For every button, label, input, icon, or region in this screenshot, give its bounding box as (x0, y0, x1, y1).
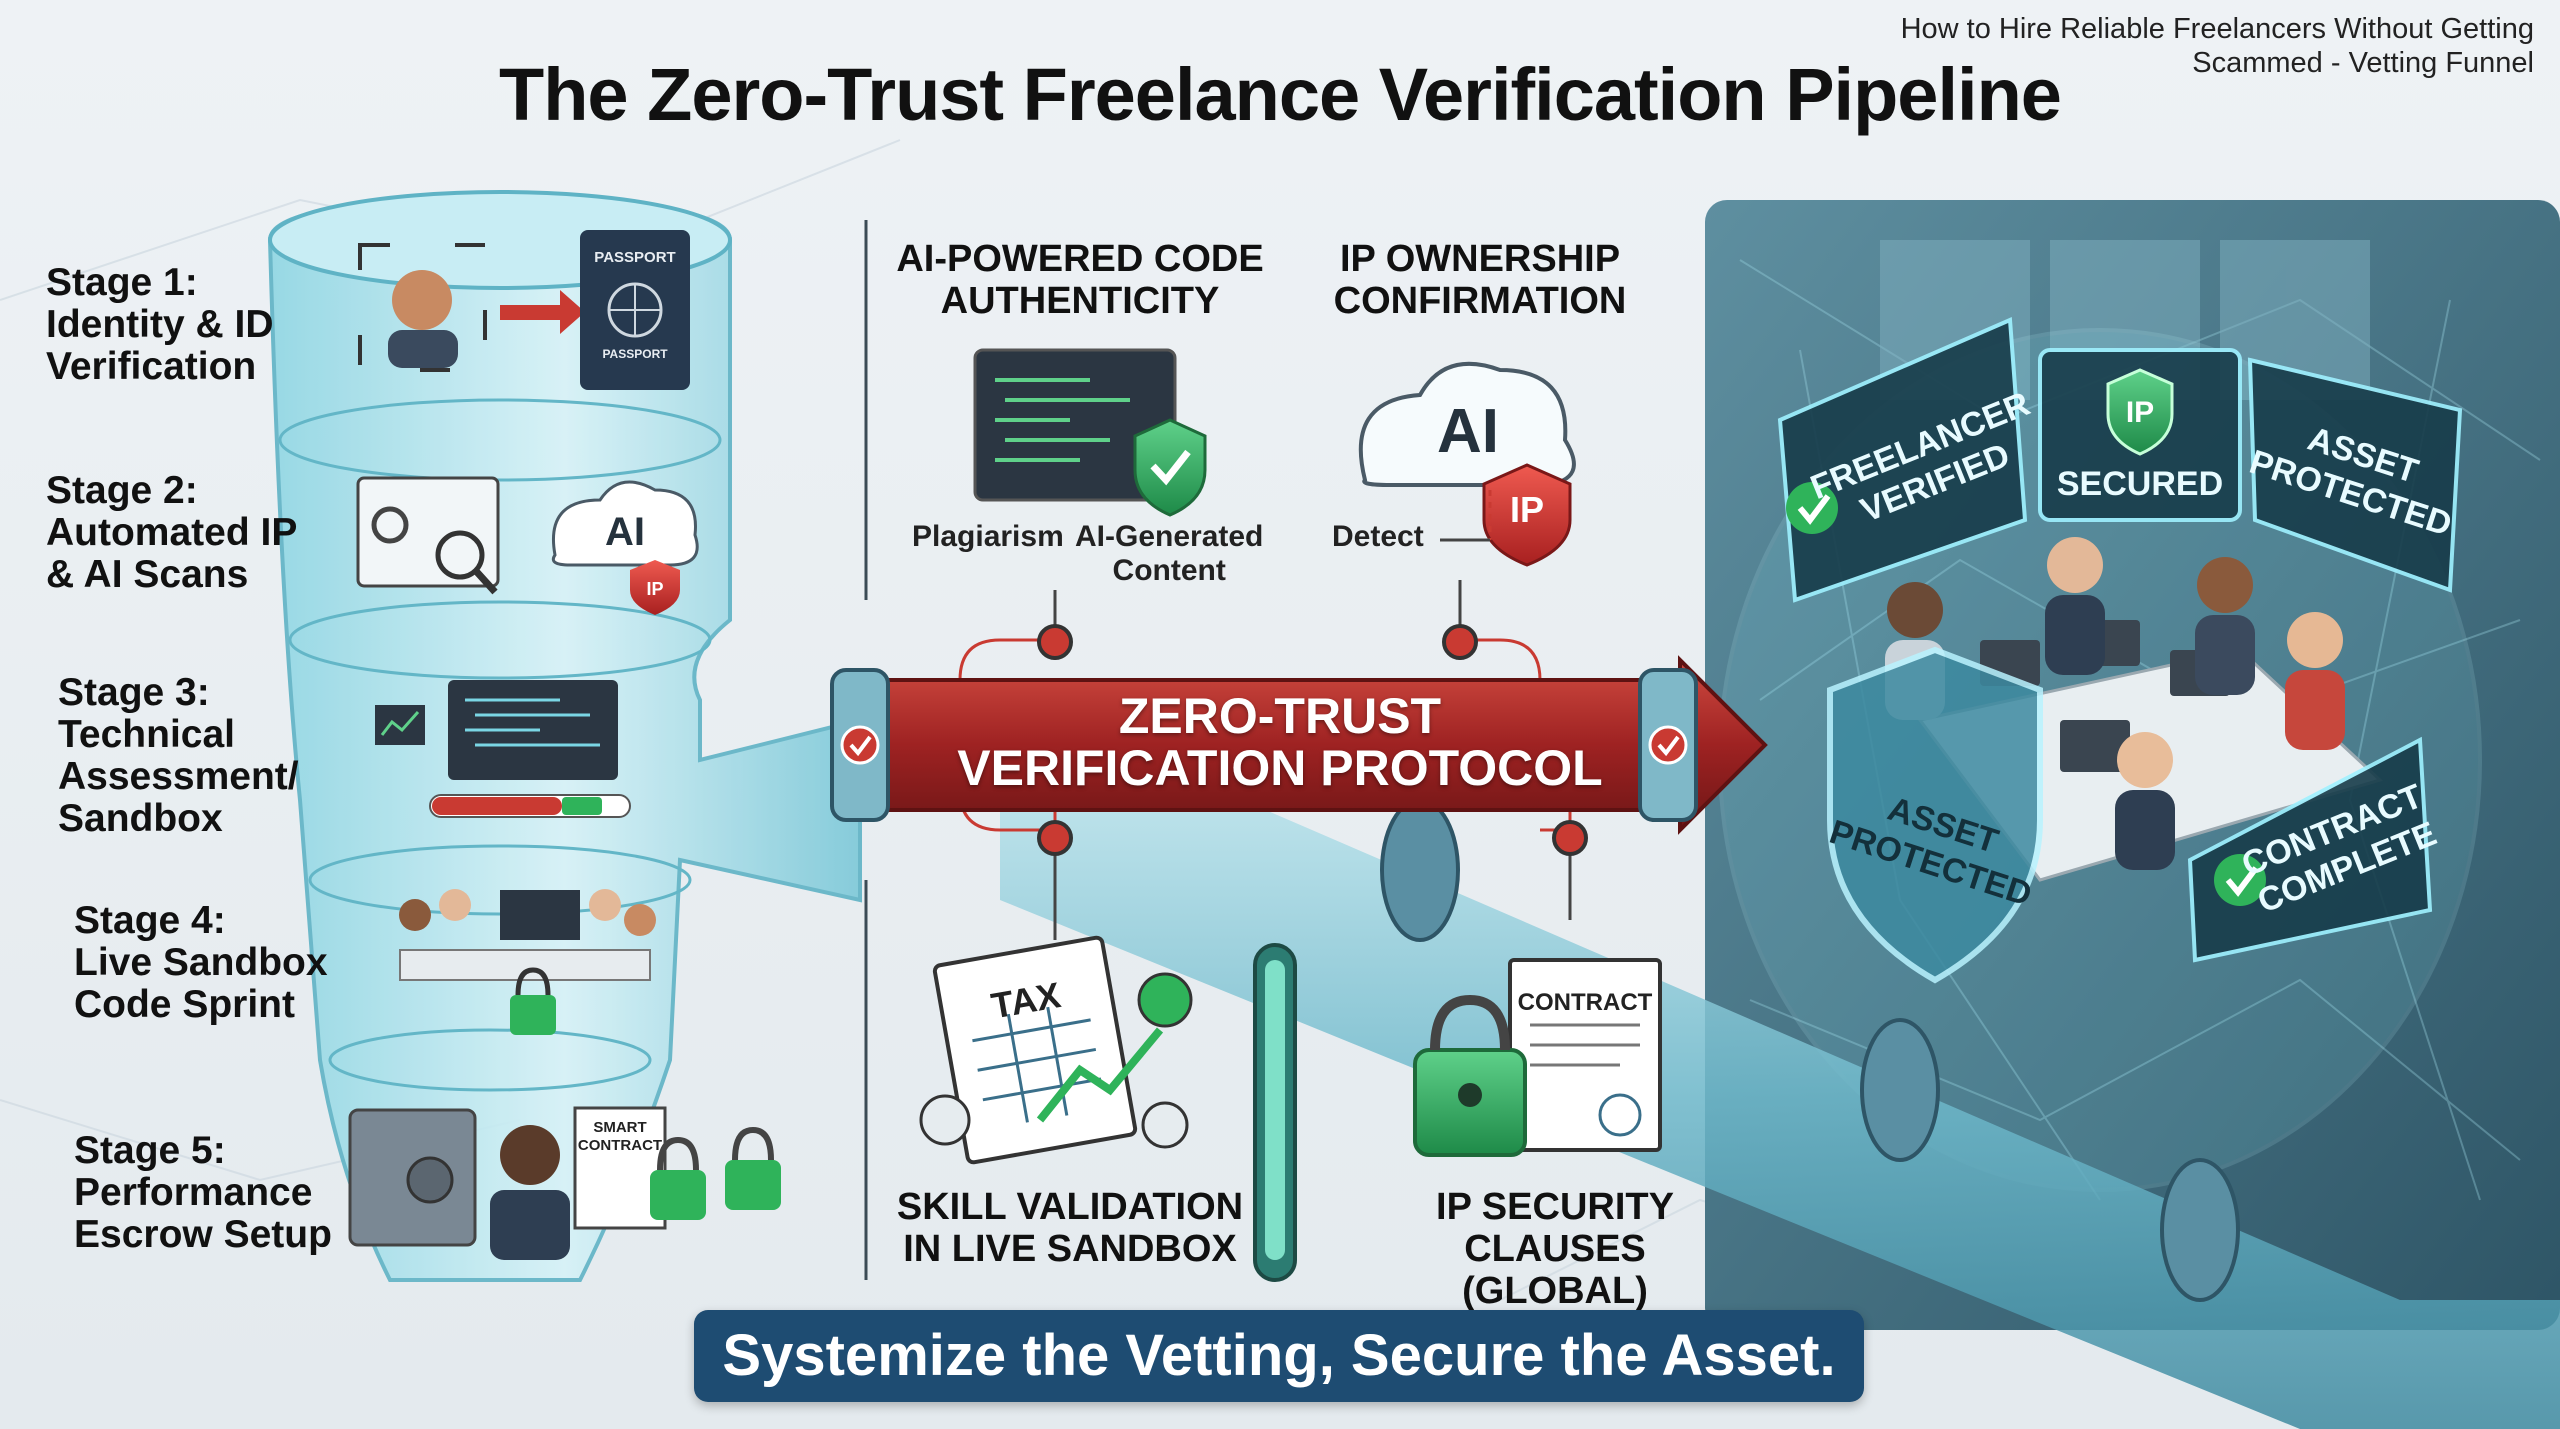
ai-generated-label: AI-Generated Content (1075, 520, 1264, 587)
code-authenticity-heading: AI-POWERED CODE AUTHENTICITY (896, 238, 1264, 322)
page-title: The Zero-Trust Freelance Verification Pi… (499, 53, 2062, 136)
passport-top-text: PASSPORT (594, 249, 675, 266)
ip-security-heading: IP SECURITY CLAUSES (GLOBAL) (1436, 1186, 1674, 1312)
stage2-ai-text: AI (605, 510, 645, 554)
protocol-label: ZERO-TRUST VERIFICATION PROTOCOL (957, 688, 1603, 796)
stage-3-label: Stage 3: Technical Assessment/ Sandbox (58, 671, 299, 840)
stage-4-label: Stage 4: Live Sandbox Code Sprint (74, 899, 328, 1026)
secured-ip-icon-text: IP (2126, 396, 2154, 429)
stage-1-label: Stage 1: Identity & ID Verification (46, 261, 274, 388)
stage-2-label: Stage 2: Automated IP & AI Scans (46, 469, 298, 596)
smart-contract-line1: SMART (593, 1119, 646, 1136)
secured-label: SECURED (2057, 465, 2223, 503)
passport-bottom-text: PASSPORT (602, 347, 668, 361)
source-caption: How to Hire Reliable Freelancers Without… (1900, 13, 2534, 79)
stage2-ip-text: IP (646, 579, 663, 599)
skill-validation-heading: SKILL VALIDATION IN LIVE SANDBOX (896, 1186, 1244, 1270)
smart-contract-line2: CONTRACT (578, 1137, 662, 1154)
plagiarism-label: Plagiarism (912, 520, 1064, 553)
slogan-banner: Systemize the Vetting, Secure the Asset. (694, 1310, 1864, 1402)
stage-5-label: Stage 5: Performance Escrow Setup (74, 1129, 332, 1256)
ip-ownership-heading: IP OWNERSHIP CONFIRMATION (1333, 238, 1627, 322)
detect-label: Detect (1332, 520, 1424, 553)
contract-doc-text: CONTRACT (1518, 989, 1653, 1016)
ip-ownership-ip-text: IP (1510, 489, 1544, 530)
ip-ownership-ai-text: AI (1437, 397, 1499, 466)
